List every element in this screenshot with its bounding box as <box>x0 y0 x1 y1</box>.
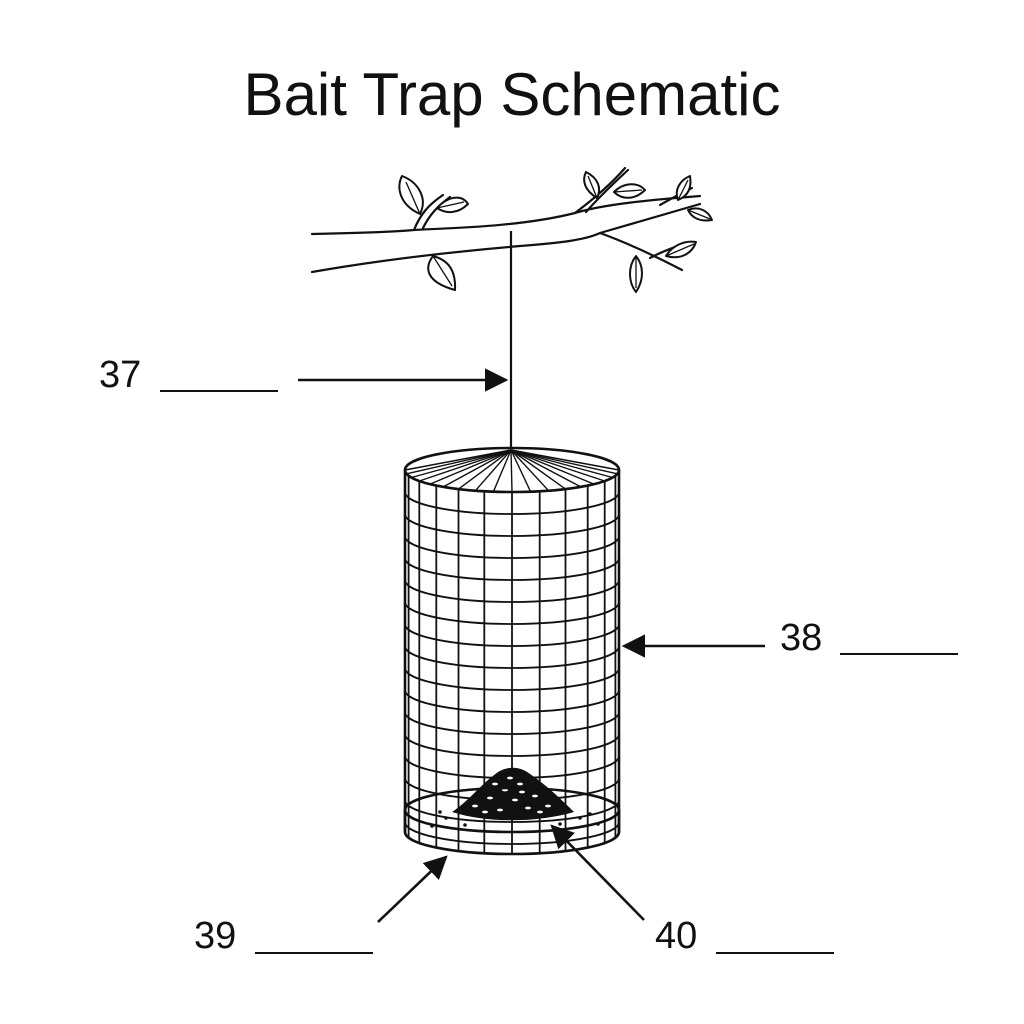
bait-speck <box>519 790 525 794</box>
mesh-ring-wire <box>405 557 619 581</box>
arrow-40 <box>550 824 645 921</box>
mesh-top-rib <box>474 449 512 492</box>
mesh-top-rib <box>492 449 512 492</box>
label-37-number: 37 <box>99 354 142 396</box>
page-title: Bait Trap Schematic <box>243 61 781 128</box>
bait-speck <box>497 808 503 812</box>
mesh-top-rib <box>510 449 605 482</box>
bait-speck <box>507 776 513 780</box>
mesh-top-rib <box>442 449 512 488</box>
mesh-ring-wire <box>405 711 619 735</box>
mesh-top-rib <box>510 449 620 471</box>
mesh-top-rib <box>458 449 512 490</box>
bait-crumb <box>578 816 582 820</box>
arrows <box>298 368 765 923</box>
bait-speck <box>525 806 531 810</box>
bait-speck <box>532 794 538 798</box>
mesh-ring-wire <box>405 821 619 845</box>
mesh-top-rib <box>419 449 512 482</box>
bait-speck <box>517 782 523 786</box>
bait-crumb <box>463 823 467 827</box>
mesh-ring-wire <box>405 733 619 757</box>
bait-crumb <box>444 816 448 820</box>
base-tray <box>403 786 621 856</box>
bait-speck <box>492 782 498 786</box>
mesh-top-rib <box>411 449 512 479</box>
label-38-answer-blank[interactable] <box>840 653 958 655</box>
mesh-cylinder <box>403 446 621 854</box>
label-39-number: 39 <box>194 915 237 957</box>
label-40-answer-blank[interactable] <box>716 952 834 954</box>
mesh-top-rib <box>510 449 595 485</box>
mesh-ring-wire <box>405 667 619 691</box>
mesh-ring-wire <box>405 491 619 515</box>
bait-speck <box>537 810 543 814</box>
bait-speck <box>545 804 551 808</box>
bait-speck <box>482 810 488 814</box>
leaves <box>398 171 713 293</box>
mesh-top-rib <box>510 449 532 492</box>
leaf <box>427 255 457 291</box>
mesh-ring-wire <box>405 689 619 713</box>
mesh-top-rib <box>510 449 582 488</box>
mesh-top-rib <box>510 449 513 493</box>
bait-crumb <box>558 822 562 826</box>
mesh-ring-wire <box>405 579 619 603</box>
label-40-number: 40 <box>655 915 698 957</box>
mesh-top-rib <box>429 449 512 485</box>
tree-branch <box>310 166 702 274</box>
mesh-ring-wire <box>405 645 619 669</box>
bait-speck <box>512 798 518 802</box>
bait-speck <box>472 804 478 808</box>
label-37-answer-blank[interactable] <box>160 390 278 392</box>
mesh-ring-wire <box>405 513 619 537</box>
mesh-ring-wire <box>405 623 619 647</box>
bait-crumb <box>438 810 442 814</box>
bait-crumb <box>588 812 592 816</box>
mesh-top-rib <box>510 449 566 490</box>
leaf-veins <box>405 175 711 288</box>
mesh-top-rib <box>510 449 550 492</box>
mesh-ring-wire <box>405 601 619 625</box>
mesh-ring-wire <box>405 799 619 823</box>
label-39-answer-blank[interactable] <box>255 952 373 954</box>
mesh-top-rib <box>510 449 613 479</box>
label-38-number: 38 <box>780 617 823 659</box>
mesh-top-rib <box>406 449 512 475</box>
bait-pile <box>430 767 600 828</box>
mesh-ring-wire <box>405 535 619 559</box>
bait-speck <box>487 796 493 800</box>
arrow-39 <box>377 855 448 923</box>
